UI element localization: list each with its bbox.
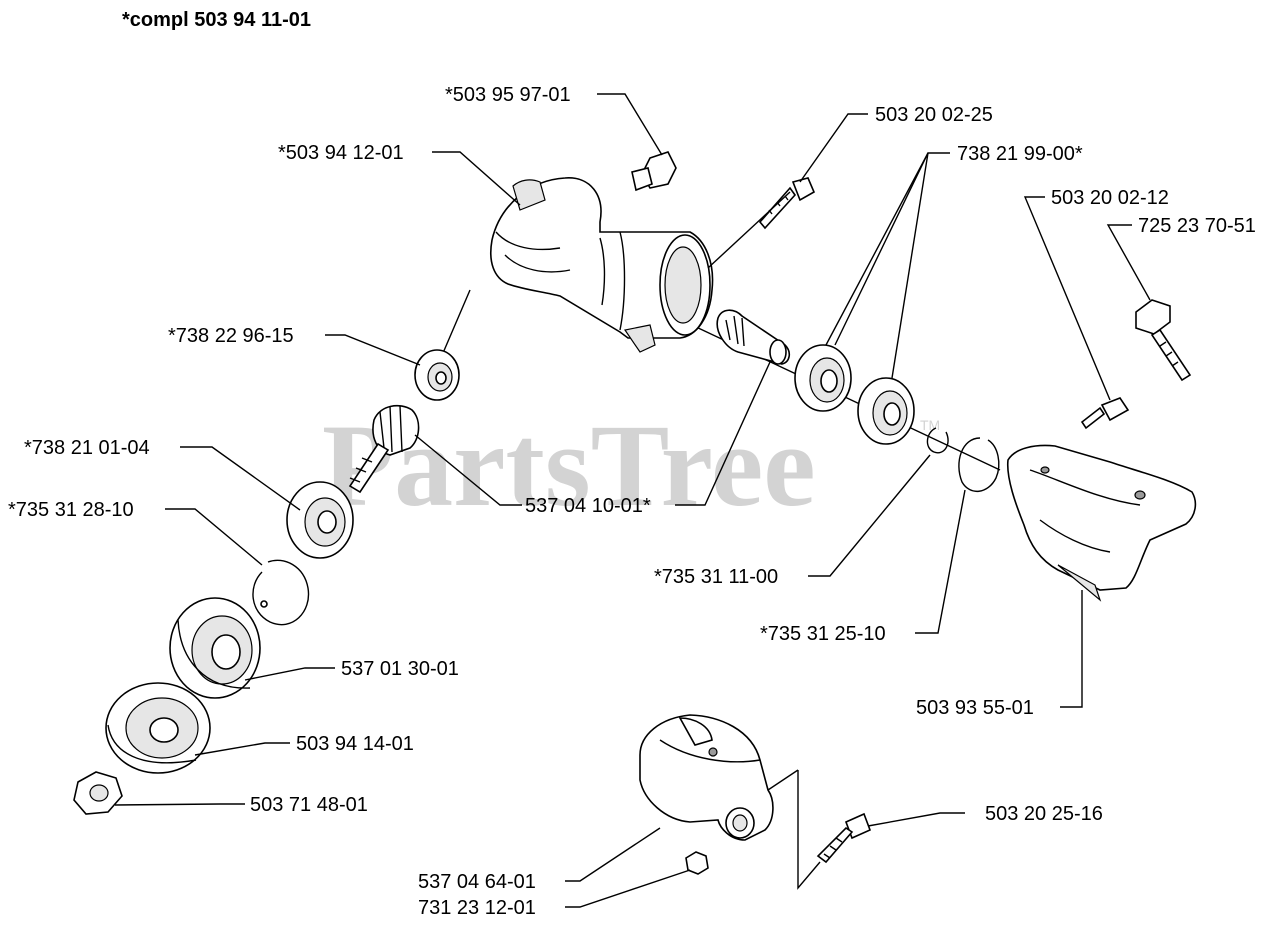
clamp-screw	[758, 177, 816, 230]
circlip-small	[926, 427, 949, 454]
label-503-94-14-01: 503 94 14-01	[296, 733, 414, 755]
housing-screw	[631, 151, 677, 192]
watermark-trademark: TM	[920, 417, 940, 433]
bearing-medium	[286, 481, 354, 559]
label-738-21-99-00: 738 21 99-00*	[957, 143, 1083, 165]
circlip-medium	[252, 559, 310, 626]
label-503-93-55-01: 503 93 55-01	[916, 697, 1034, 719]
guard-bracket	[1006, 444, 1197, 602]
shaft-clamp	[639, 714, 774, 841]
label-537-04-10-01: 537 04 10-01*	[525, 495, 651, 517]
leader-lines	[114, 93, 1151, 908]
label-738-22-96-15: *738 22 96-15	[168, 325, 294, 347]
drive-flange	[169, 597, 261, 699]
label-503-20-25-16: 503 20 25-16	[985, 803, 1103, 825]
label-537-04-64-01: 537 04 64-01	[418, 871, 536, 893]
label-503-71-48-01: 503 71 48-01	[250, 794, 368, 816]
label-503-20-02-12: 503 20 02-12	[1051, 187, 1169, 209]
blade-nut	[73, 771, 123, 815]
bearing-small	[414, 349, 460, 401]
label-503-94-12-01: *503 94 12-01	[278, 142, 404, 164]
label-735-31-11-00: *735 31 11-00	[654, 566, 778, 588]
guard-screw	[1080, 397, 1130, 430]
label-537-01-30-01: 537 01 30-01	[341, 658, 459, 680]
label-735-31-25-10: *735 31 25-10	[760, 623, 886, 645]
pinion-gear	[716, 309, 791, 365]
label-735-31-28-10: *735 31 28-10	[8, 499, 134, 521]
assembly-title: *compl 503 94 11-01	[122, 9, 311, 31]
part-labels: *503 95 97-01 *503 94 12-01 503 20 02-25…	[8, 84, 1256, 919]
label-731-23-12-01: 731 23 12-01	[418, 897, 536, 919]
gear-housing	[490, 177, 714, 353]
bearing-lower	[857, 377, 915, 445]
label-725-23-70-51: 725 23 70-51	[1138, 215, 1256, 237]
label-738-21-01-04: *738 21 01-04	[24, 437, 150, 459]
guard-bolt	[1135, 299, 1192, 382]
clamp-bolt	[816, 812, 872, 864]
bearing-upper	[794, 344, 852, 412]
label-503-20-02-25: 503 20 02-25	[875, 104, 993, 126]
bevel-gear	[348, 404, 420, 494]
support-cup	[105, 682, 211, 774]
circlip-large	[958, 437, 1000, 492]
label-503-95-97-01: *503 95 97-01	[445, 84, 571, 106]
